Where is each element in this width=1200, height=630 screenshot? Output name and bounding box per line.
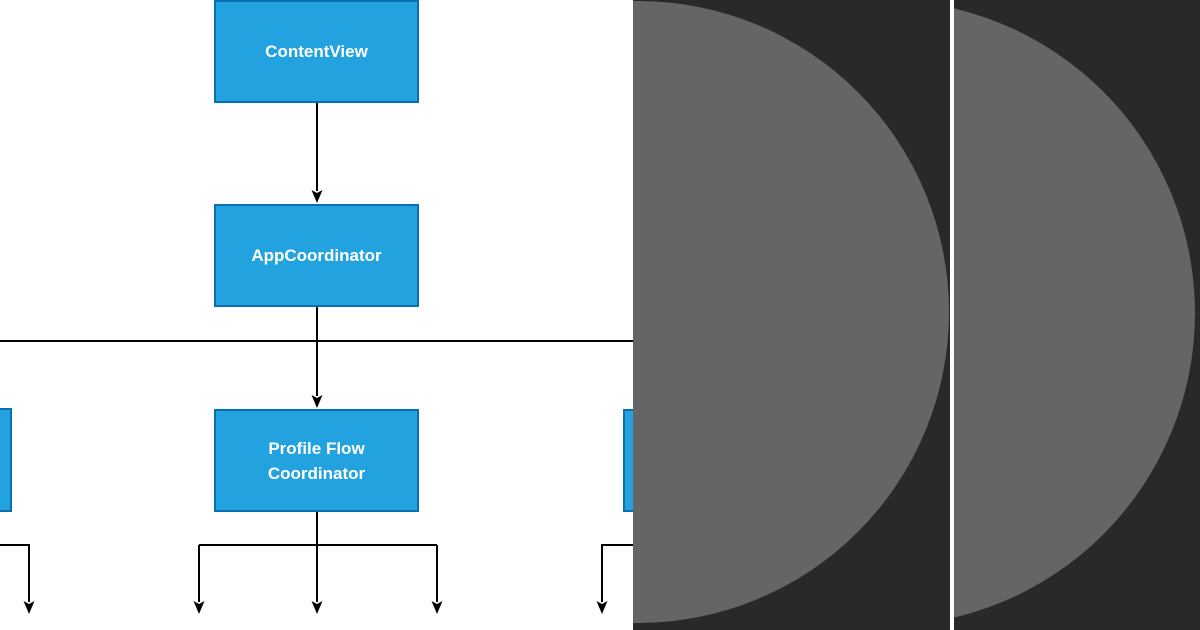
node-profile-flow-coordinator: Profile Flow Coordinator	[214, 409, 419, 512]
arrow-down-icon	[431, 601, 443, 614]
node-offscreen-right-coordinator	[623, 409, 633, 512]
arrow-down-icon	[193, 601, 205, 614]
edge-offscreen-right-child	[601, 544, 633, 602]
profile-circle-placeholder	[954, 0, 1195, 626]
node-offscreen-left-coordinator	[0, 408, 12, 512]
coordinator-flowchart: ContentView AppCoordinator Profile Flow …	[0, 0, 633, 614]
node-contentview-label: ContentView	[265, 42, 368, 61]
arrow-down-icon	[311, 190, 323, 203]
arrow-down-icon	[23, 601, 35, 614]
node-profile-flow-label-line1: Profile Flow	[268, 438, 365, 458]
app-screenshot-dark-1	[633, 0, 950, 630]
node-contentview: ContentView	[214, 0, 419, 103]
app-screenshot-dark-2	[954, 0, 1200, 630]
edge-offscreen-left-child	[0, 544, 30, 602]
node-appcoordinator: AppCoordinator	[214, 204, 419, 307]
arrow-down-icon	[311, 395, 323, 408]
arrow-down-icon	[596, 601, 608, 614]
flowchart-connectors	[0, 103, 633, 614]
node-appcoordinator-label: AppCoordinator	[251, 246, 382, 265]
node-profile-flow-label-line2: Coordinator	[267, 463, 366, 483]
profile-circle-placeholder	[633, 1, 949, 623]
arrow-down-icon	[311, 601, 323, 614]
